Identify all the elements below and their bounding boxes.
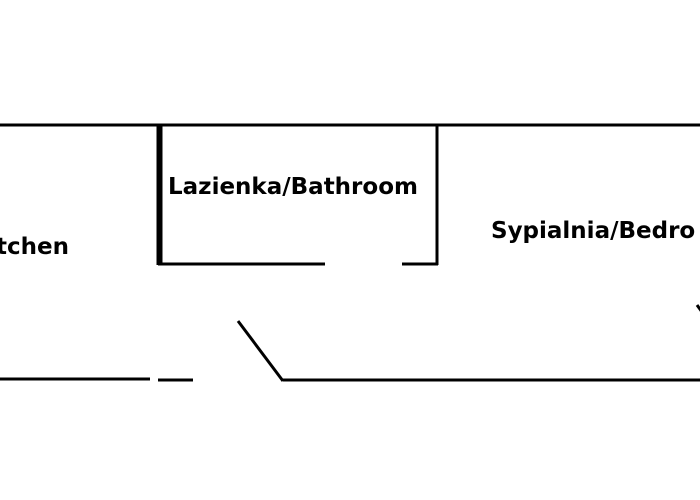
bathroom-label: Lazienka/Bathroom (168, 174, 418, 200)
entrance-door-leaf (236, 320, 285, 382)
bedroom-label: Sypialnia/Bedro (491, 218, 695, 244)
kitchen-label: tchen (0, 234, 69, 260)
